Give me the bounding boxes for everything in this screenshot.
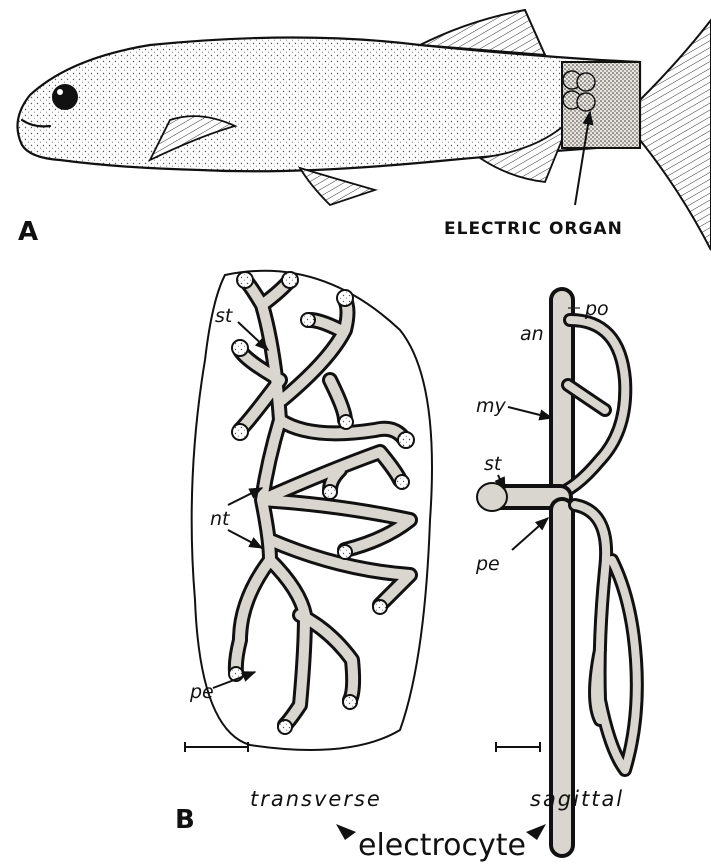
label-an: an xyxy=(520,323,544,345)
pelvic-fin xyxy=(300,168,375,205)
caption-electrocyte: electrocyte xyxy=(358,828,526,863)
caption-transverse: transverse xyxy=(250,787,382,811)
label-st-sagittal: st xyxy=(484,453,503,475)
panel-b-letter: B xyxy=(175,805,195,835)
label-my: my xyxy=(476,395,507,417)
label-nt: nt xyxy=(210,508,231,530)
caption-left-arrowhead xyxy=(336,824,356,840)
label-pe-transverse: pe xyxy=(189,681,214,703)
label-st-transverse: st xyxy=(215,305,234,327)
fish-eye xyxy=(52,84,78,110)
label-po: po xyxy=(584,298,609,320)
caption-sagittal: sagittal xyxy=(530,787,624,811)
fish-drawing xyxy=(18,10,711,250)
electric-organ-label: ELECTRIC ORGAN xyxy=(444,219,623,239)
caption-right-arrowhead xyxy=(526,824,546,840)
label-pe-sagittal: pe xyxy=(475,553,500,575)
panel-a-letter: A xyxy=(18,217,38,247)
sagittal-electrocyte xyxy=(477,300,637,845)
caudal-fin xyxy=(640,20,711,250)
electric-organ xyxy=(562,62,640,148)
